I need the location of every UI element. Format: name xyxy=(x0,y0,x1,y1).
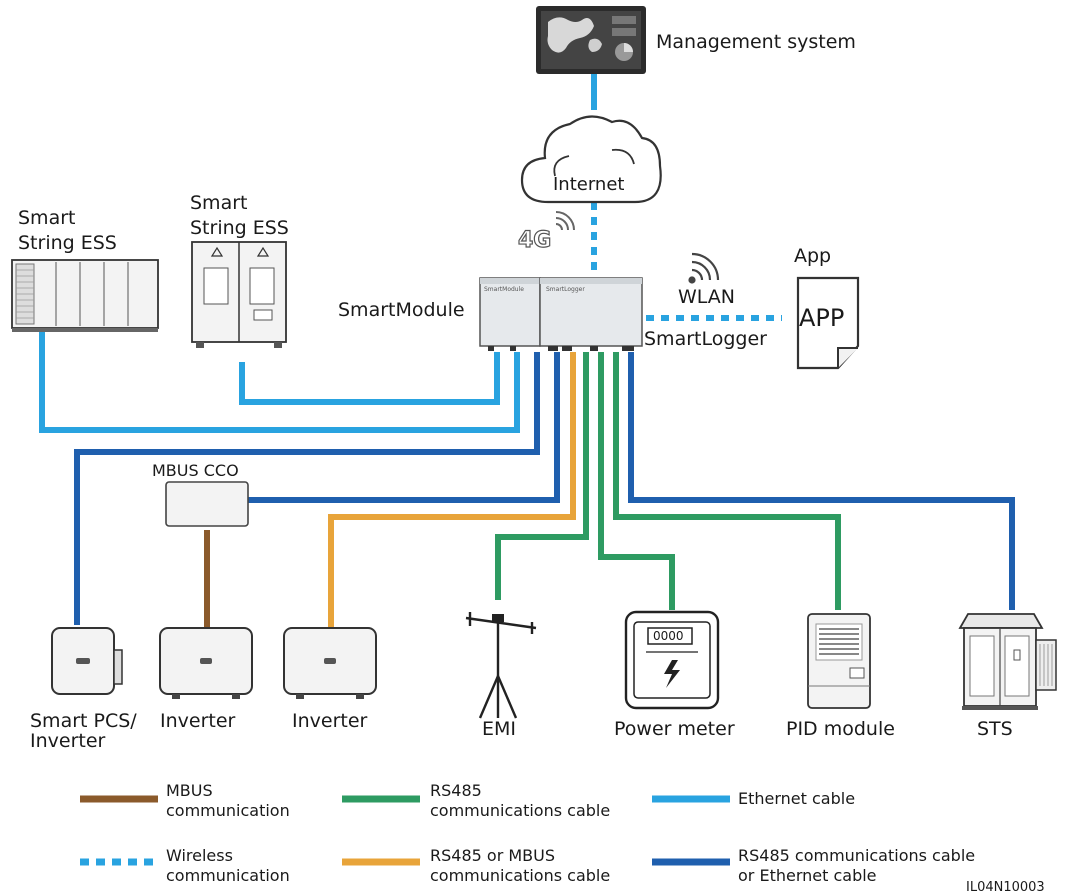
mbus-cco-device xyxy=(165,481,249,527)
sts-icon xyxy=(958,613,1057,710)
smartmodule-label: SmartModule xyxy=(338,299,465,321)
smart-string-ess-1-line1: Smart xyxy=(18,207,76,229)
smart-string-ess-1-icon xyxy=(11,259,159,332)
app-icon-text: APP xyxy=(799,304,845,332)
rs485-cable-pid xyxy=(613,352,841,610)
smart-string-ess-2-line2: String ESS xyxy=(190,217,289,239)
emi-label: EMI xyxy=(482,718,517,740)
legend-swatches xyxy=(80,795,730,866)
rs485-cable-meter xyxy=(598,352,675,610)
legend-rs485-eth-line1: RS485 communications cable xyxy=(738,846,976,865)
cables xyxy=(39,74,1015,628)
smartmodule-device xyxy=(479,277,541,351)
legend-mbus-line1: MBUS xyxy=(166,781,213,800)
rs485-mbus-cable-inverter xyxy=(328,352,576,628)
legend-mbus-line2: communication xyxy=(166,801,290,820)
power-meter-label: Power meter xyxy=(614,718,735,740)
sts-label: STS xyxy=(977,718,1013,740)
inverter-1-icon xyxy=(159,627,253,699)
smart-pcs-label-line2: Inverter xyxy=(30,730,106,752)
smartlogger-plate: SmartLogger xyxy=(546,286,585,293)
label-4g: 4G xyxy=(517,228,552,253)
legend-rs485-mbus-line1: RS485 or MBUS xyxy=(430,846,555,865)
smartlogger-device xyxy=(539,277,643,351)
legend-wireless-line1: Wireless xyxy=(166,846,233,865)
app-icon xyxy=(796,276,860,370)
management-system-label: Management system xyxy=(656,31,856,53)
rs485-cable-emi xyxy=(495,352,589,600)
smart-string-ess-2-line1: Smart xyxy=(190,192,248,214)
pid-module-icon xyxy=(807,613,871,709)
smartmodule-plate: SmartModule xyxy=(484,286,524,293)
legend-rs485-eth-line2: or Ethernet cable xyxy=(738,866,877,885)
inverter-2-label: Inverter xyxy=(292,710,368,732)
ethernet-cable-ess1 xyxy=(39,330,520,433)
pid-module-label: PID module xyxy=(786,718,895,740)
legend-ethernet: Ethernet cable xyxy=(738,789,856,808)
wlan-label: WLAN xyxy=(678,286,736,308)
power-meter-icon xyxy=(624,610,720,710)
rs485-eth-cable-sts xyxy=(628,352,1015,610)
emi-station-icon xyxy=(465,612,537,719)
wifi-icon xyxy=(688,252,720,284)
inverter-2-icon xyxy=(283,627,377,699)
legend-rs485-line1: RS485 xyxy=(430,781,482,800)
internet-label: Internet xyxy=(553,174,625,195)
inverter-1-label: Inverter xyxy=(160,710,236,732)
internet-cloud-icon xyxy=(520,115,662,204)
signal-4g-icon xyxy=(555,211,575,231)
legend-rs485-line2: communications cable xyxy=(430,801,611,820)
app-label: App xyxy=(794,245,832,267)
rs485-eth-cable-pcs xyxy=(74,352,540,625)
smart-pcs-label-line1: Smart PCS/ xyxy=(30,710,137,732)
management-system-icon xyxy=(536,6,646,74)
smart-pcs-icon xyxy=(51,627,123,695)
legend-rs485-mbus-line2: communications cable xyxy=(430,866,611,885)
ethernet-cable-ess2 xyxy=(239,352,500,405)
meter-display: 0000 xyxy=(653,629,684,643)
smart-string-ess-2-icon xyxy=(191,241,287,348)
mbus-cco-label: MBUS CCO xyxy=(152,461,239,480)
figure-id: IL04N10003 xyxy=(966,880,1045,893)
smartlogger-label: SmartLogger xyxy=(644,328,767,350)
legend-wireless-line2: communication xyxy=(166,866,290,885)
smart-string-ess-1-line2: String ESS xyxy=(18,232,117,254)
rs485-eth-cable-cco xyxy=(248,352,560,503)
